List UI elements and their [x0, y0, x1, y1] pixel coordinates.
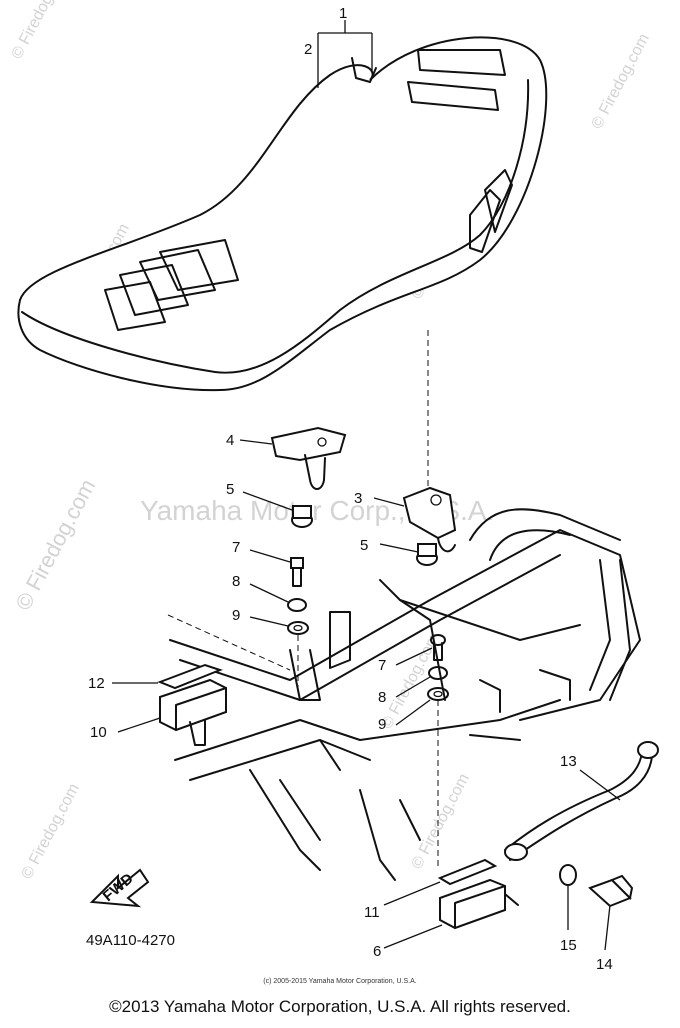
part-12-plate: 12: [88, 663, 223, 692]
part-14-bolt: 14: [588, 874, 634, 973]
part-4-bracket: 4: [226, 426, 347, 490]
watermark-firedog-6: © Firedog.com: [589, 31, 653, 132]
callout-6: 6: [373, 943, 381, 960]
callout-5b: 5: [360, 537, 368, 554]
watermark-firedog-5: © Firedog.com: [19, 781, 83, 882]
callout-2: 2: [304, 41, 312, 58]
seat-outline: [17, 36, 548, 392]
callout-12: 12: [88, 675, 105, 692]
part-3-hook: 3: [354, 486, 457, 553]
part-10-lock: 10: [90, 678, 227, 746]
seat-assembly: [17, 36, 548, 392]
callout-8a: 8: [232, 573, 240, 590]
callout-14: 14: [596, 956, 613, 973]
fasteners-right: 7 8 9: [378, 634, 449, 733]
part-6-lock: 6: [373, 878, 519, 960]
callout-13: 13: [560, 753, 577, 770]
fwd-arrow-icon: FWD: [89, 868, 150, 908]
callout-9b: 9: [378, 716, 386, 733]
part-15-nut: 15: [559, 864, 577, 954]
part-5-bushing-left: 5: [226, 481, 313, 528]
copyright-notice: ©2013 Yamaha Motor Corporation, U.S.A. A…: [109, 997, 571, 1016]
callout-11: 11: [364, 904, 380, 921]
watermark-firedog-7: © Firedog.com: [409, 771, 473, 872]
diagram-code: 49A110-4270: [86, 932, 175, 949]
callout-3: 3: [354, 490, 362, 507]
part-11-plate: 11: [364, 858, 498, 921]
callout-9a: 9: [232, 607, 240, 624]
callout-8b: 8: [378, 689, 386, 706]
fasteners-left: 7 8 9: [232, 539, 309, 635]
callout-1: 1: [339, 5, 347, 22]
callout-10: 10: [90, 724, 107, 741]
callout-5a: 5: [226, 481, 234, 498]
watermark-firedog-1: © Firedog.com: [10, 475, 100, 614]
part-13-rod: 13: [504, 741, 659, 861]
frame: [169, 508, 641, 881]
part-5-bushing-right: 5: [360, 537, 438, 566]
small-credit: (c) 2005-2015 Yamaha Motor Corporation, …: [263, 978, 417, 985]
watermark-firedog-8: © Firedog.com: [9, 0, 73, 62]
callout-7b: 7: [378, 657, 386, 674]
callout-4: 4: [226, 432, 234, 449]
callout-7a: 7: [232, 539, 240, 556]
callout-15: 15: [560, 937, 577, 954]
alignment-line-12: [167, 614, 291, 671]
callout-group-1-2: 1 2: [304, 5, 373, 88]
